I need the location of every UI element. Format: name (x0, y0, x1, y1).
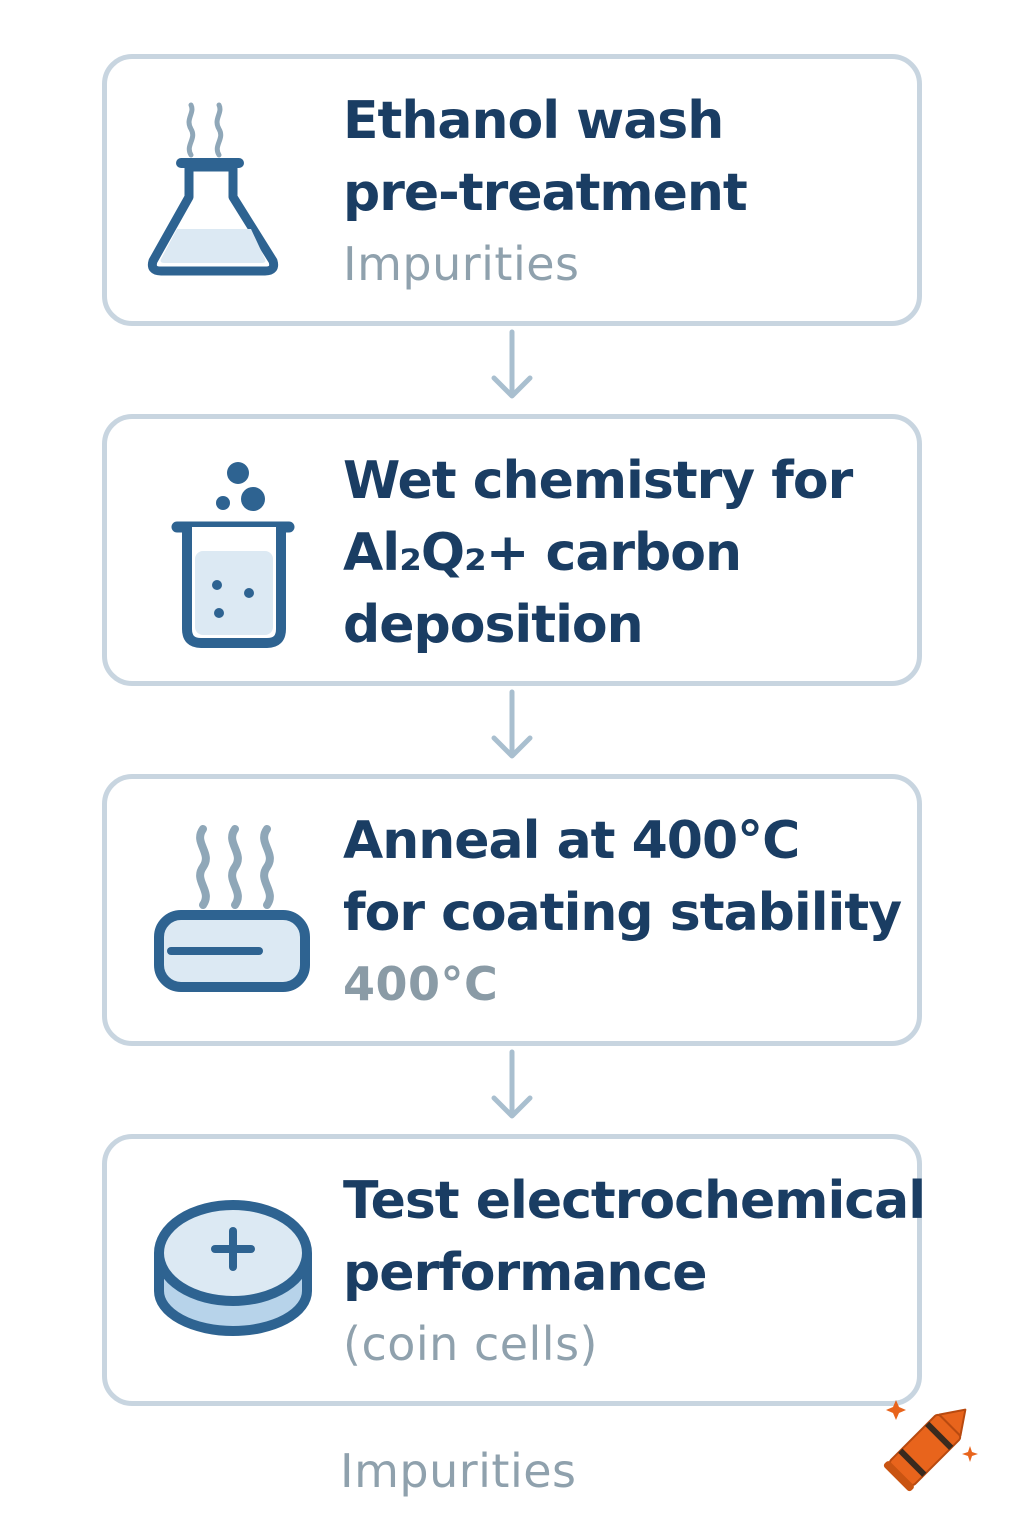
step-title: Wet chemistry for Al₂Q₂+ carbon depositi… (343, 445, 907, 661)
step-title: Ethanol wash pre-treatment (343, 85, 907, 229)
step-note: (coin cells) (343, 1317, 599, 1371)
step-title-line: pre-treatment (343, 163, 748, 223)
crayon-icon (868, 1380, 992, 1510)
step-note: 400°C (343, 957, 499, 1011)
step-card-wet-chemistry: Wet chemistry for Al₂Q₂+ carbon depositi… (102, 414, 922, 686)
flow-arrow-down (488, 688, 536, 766)
step-title: Anneal at 400°C for coating stability (343, 805, 907, 949)
step-title-line: deposition (343, 595, 644, 655)
step-card-anneal: Anneal at 400°C for coating stability 40… (102, 774, 922, 1046)
step-title-line: Anneal at 400°C (343, 811, 800, 871)
step-title-line: Wet chemistry for (343, 451, 853, 511)
coin-cell-icon (147, 1179, 327, 1369)
flow-arrow-down (488, 328, 536, 406)
erlenmeyer-flask-icon (147, 99, 327, 289)
footer-label: Impurities (340, 1444, 577, 1498)
flow-arrow-down (488, 1048, 536, 1126)
step-title-line: Al₂Q₂+ carbon (343, 523, 742, 583)
beaker-bubbles-icon (147, 459, 327, 649)
step-title-line: Test electrochemical (343, 1171, 926, 1231)
step-card-electrochemical-test: Test electrochemical performance (coin c… (102, 1134, 926, 1406)
step-title-line: for coating stability (343, 883, 902, 943)
step-title-line: Ethanol wash (343, 91, 724, 151)
step-title: Test electrochemical performance (343, 1165, 926, 1309)
heating-plate-icon (147, 819, 327, 1009)
step-note: Impurities (343, 237, 580, 291)
step-card-ethanol-wash: Ethanol wash pre-treatment Impurities (102, 54, 922, 326)
step-title-line: performance (343, 1243, 708, 1303)
